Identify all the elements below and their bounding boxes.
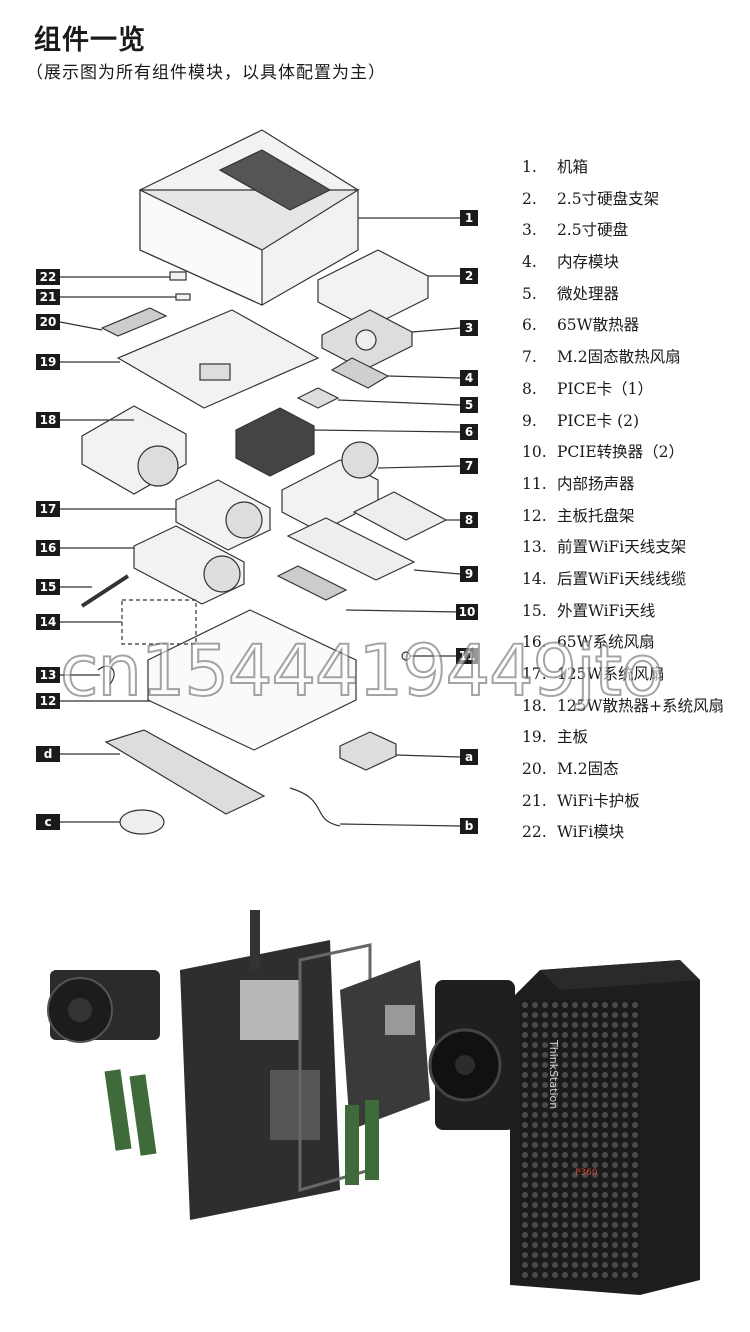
legend-item: 18. 125W散热器+系统风扇 bbox=[522, 696, 724, 715]
legend-item: 15. 外置WiFi天线 bbox=[522, 601, 656, 620]
callout-18: 18 bbox=[40, 413, 57, 427]
legend-item: 3. 2.5寸硬盘 bbox=[522, 221, 629, 240]
callout-c: c bbox=[44, 815, 51, 829]
callout-5: 5 bbox=[465, 398, 473, 412]
legend-item: 8. PICE卡（1） bbox=[522, 379, 654, 398]
memory-sticks-left bbox=[104, 1069, 157, 1156]
system-fan-module bbox=[428, 980, 515, 1130]
component-legend: 1. 机箱 2. 2.5寸硬盘支架 3. 2.5寸硬盘 4. 内存模块 5. 微… bbox=[522, 152, 724, 849]
callout-12: 12 bbox=[40, 694, 57, 708]
legend-item: 17. 125W系统风扇 bbox=[522, 665, 665, 683]
callout-16: 16 bbox=[40, 541, 57, 555]
legend-item: 6. 65W散热器 bbox=[522, 316, 640, 335]
legend-item: 10. PCIE转换器（2） bbox=[522, 443, 685, 462]
legend-item: 5. 微处理器 bbox=[522, 284, 619, 303]
legend-item: 19. 主板 bbox=[522, 728, 588, 747]
legend-item: 13. 前置WiFi天线支架 bbox=[522, 538, 687, 557]
callout-22: 22 bbox=[40, 270, 57, 284]
legend-item: 21. WiFi卡护板 bbox=[522, 791, 640, 810]
chassis-part bbox=[139, 129, 460, 306]
legend-item: 11. 内部扬声器 bbox=[522, 474, 635, 493]
legend-item: 9. PICE卡 (2) bbox=[522, 411, 640, 430]
model-badge: P360 bbox=[575, 1168, 598, 1178]
blower-fan-left bbox=[47, 970, 160, 1043]
callout-14: 14 bbox=[40, 615, 57, 629]
legend-item: 7. M.2固态散热风扇 bbox=[522, 348, 681, 367]
memory-sticks-center bbox=[345, 1100, 379, 1185]
callout-7: 7 bbox=[465, 459, 473, 473]
callout-19: 19 bbox=[40, 355, 57, 369]
callout-1: 1 bbox=[465, 211, 473, 225]
exploded-product-photo: ThinkStation P360 bbox=[47, 910, 700, 1295]
page-subtitle: （展示图为所有组件模块，以具体配置为主） bbox=[26, 63, 386, 83]
callout-d: d bbox=[44, 747, 53, 761]
legend-item: 1. 机箱 bbox=[522, 158, 588, 176]
exploded-diagram: 1 2 3 4 5 6 7 8 9 10 11 a b 22 21 20 19 … bbox=[36, 129, 478, 835]
callout-6: 6 bbox=[465, 425, 473, 439]
callout-21: 21 bbox=[40, 290, 57, 304]
legend-item: 4. 内存模块 bbox=[522, 253, 619, 272]
callout-13: 13 bbox=[40, 668, 57, 682]
legend-item: 20. M.2固态 bbox=[522, 760, 619, 779]
brand-logo: ThinkStation bbox=[547, 1039, 560, 1109]
workstation-chassis: ThinkStation P360 bbox=[510, 960, 700, 1295]
callout-4: 4 bbox=[465, 371, 473, 385]
legend-item: 14. 后置WiFi天线线缆 bbox=[522, 569, 687, 588]
legend-item: 2. 2.5寸硬盘支架 bbox=[522, 189, 660, 208]
callout-11: 11 bbox=[459, 649, 476, 663]
callout-9: 9 bbox=[465, 567, 473, 581]
callout-10: 10 bbox=[459, 605, 476, 619]
callout-3: 3 bbox=[465, 321, 473, 335]
callout-8: 8 bbox=[465, 513, 473, 527]
callout-17: 17 bbox=[40, 502, 57, 516]
page-title: 组件一览 bbox=[34, 25, 146, 56]
callout-15: 15 bbox=[40, 580, 57, 594]
legend-item: 16. 65W系统风扇 bbox=[522, 633, 655, 652]
callout-20: 20 bbox=[40, 315, 57, 329]
callout-a: a bbox=[465, 750, 473, 764]
callout-2: 2 bbox=[465, 269, 473, 283]
legend-item: 12. 主板托盘架 bbox=[522, 506, 635, 525]
callout-b: b bbox=[465, 819, 474, 833]
graphics-card bbox=[340, 960, 430, 1130]
legend-item: 22. WiFi模块 bbox=[522, 823, 625, 842]
